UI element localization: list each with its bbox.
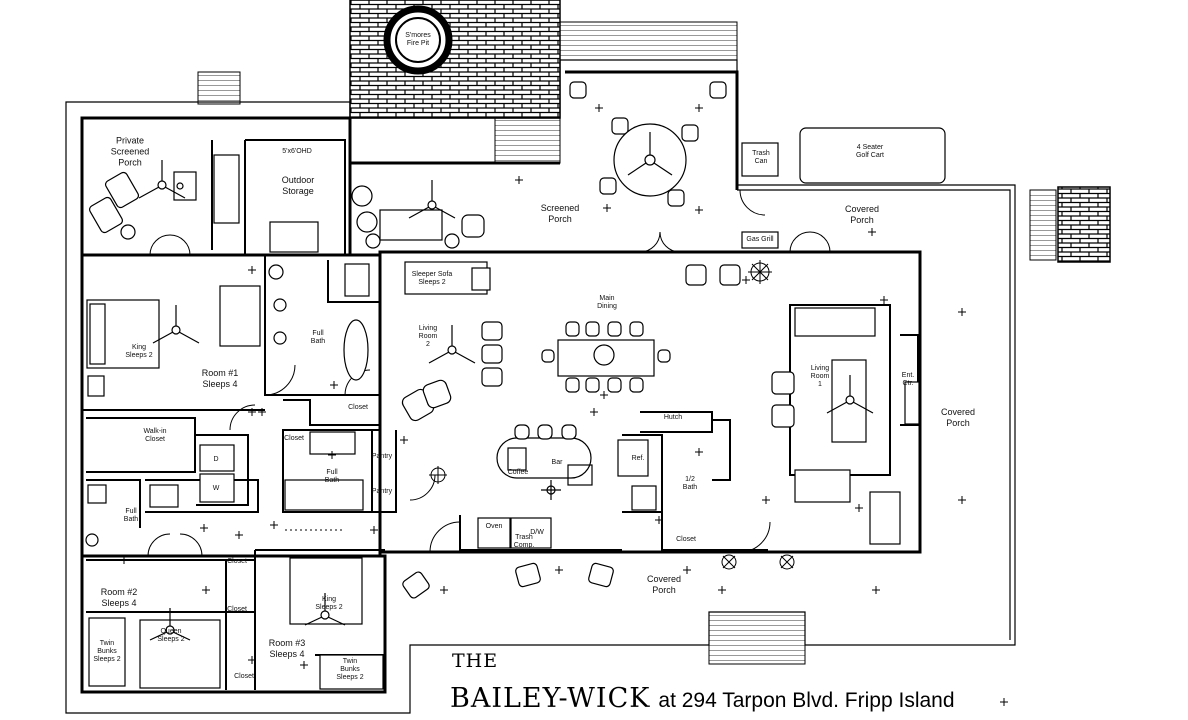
closet-c-label: Closet <box>676 536 696 543</box>
compass-icon <box>748 260 772 284</box>
trash-can-label: Trash Can <box>752 150 770 165</box>
room-3-label: Room #3 Sleeps 4 <box>268 638 306 659</box>
house-name: BAILEY-WICK <box>450 683 651 714</box>
floor-outlet-icon <box>429 466 447 484</box>
full-bath-1-label: Full Bath <box>310 330 326 345</box>
plant-icons <box>721 554 795 570</box>
title-block: BAILEY-WICK at 294 Tarpon Blvd. Fripp Isl… <box>450 683 955 714</box>
bar-label: Bar <box>551 459 563 466</box>
covered-porch-e-label: Covered Porch <box>940 407 976 428</box>
title-prefix: THE <box>452 650 499 672</box>
dishwasher-label: D/W <box>530 529 544 536</box>
queen-bed-label: Queen Sleeps 2 <box>157 628 185 643</box>
pantry-2-label: Pantry <box>371 488 393 495</box>
closet-d-label: Closet <box>227 558 247 565</box>
overhead-door-label: 5'x6'OHD <box>282 148 312 155</box>
oven-label: Oven <box>485 523 503 530</box>
room-1-label: Room #1 Sleeps 4 <box>201 368 239 389</box>
king-bed-1-label: King Sleeps 2 <box>125 344 153 359</box>
house-address: at 294 Tarpon Blvd. Fripp Island <box>658 689 955 712</box>
brick-steps <box>1057 186 1111 263</box>
sleeper-sofa-label: Sleeper Sofa Sleeps 2 <box>411 271 453 286</box>
twin-bunks-1-label: Twin Bunks Sleeps 2 <box>93 640 121 663</box>
closet-e-label: Closet <box>227 606 247 613</box>
outdoor-storage-label: Outdoor Storage <box>281 175 315 196</box>
hutch-label: Hutch <box>663 414 683 421</box>
twin-bunks-2-label: Twin Bunks Sleeps 2 <box>336 658 364 681</box>
closet-b-label: Closet <box>284 435 304 442</box>
golf-cart-label: 4 Seater Golf Cart <box>855 144 885 159</box>
gas-grill-label: Gas Grill <box>746 236 774 243</box>
living-room-1-label: Living Room 1 <box>810 365 830 388</box>
living-room-2-label: Living Room 2 <box>418 325 438 348</box>
door-swings <box>147 189 831 557</box>
full-bath-3-label: Full Bath <box>324 469 340 484</box>
furniture <box>85 127 946 690</box>
coffee-label: Coffee <box>507 469 529 476</box>
light-fixtures <box>120 104 1008 706</box>
closet-f-label: Closet <box>234 673 254 680</box>
deck-outlines <box>65 59 1016 714</box>
washer-label: W <box>212 485 220 492</box>
entertainment-center-label: Ent. Ctr. <box>901 372 915 387</box>
interior-walls <box>82 139 919 690</box>
screened-porch-label: Screened Porch <box>540 203 580 224</box>
closet-a-label: Closet <box>348 404 368 411</box>
room-2-label: Room #2 Sleeps 4 <box>100 587 138 608</box>
walk-in-closet-label: Walk-in Closet <box>143 428 167 443</box>
trash-compactor-label: Trash Comp. <box>513 534 535 549</box>
main-dining-label: Main Dining <box>597 295 617 310</box>
fire-pit-label: S'mores Fire Pit <box>405 32 431 47</box>
pantry-1-label: Pantry <box>371 453 393 460</box>
covered-porch-ne-label: Covered Porch <box>844 204 880 225</box>
chairs <box>88 81 795 599</box>
king-bed-3-label: King Sleeps 2 <box>315 596 343 611</box>
private-screened-porch-label: Private Screened Porch <box>110 135 150 168</box>
full-bath-2-label: Full Bath <box>123 508 139 523</box>
ceiling-fans <box>138 123 874 641</box>
refrigerator-label: Ref. <box>631 455 645 462</box>
half-bath-label: 1/2 Bath <box>682 476 698 491</box>
covered-porch-s-label: Covered Porch <box>646 574 682 595</box>
brick-patio <box>349 0 561 119</box>
dryer-label: D <box>213 456 219 463</box>
